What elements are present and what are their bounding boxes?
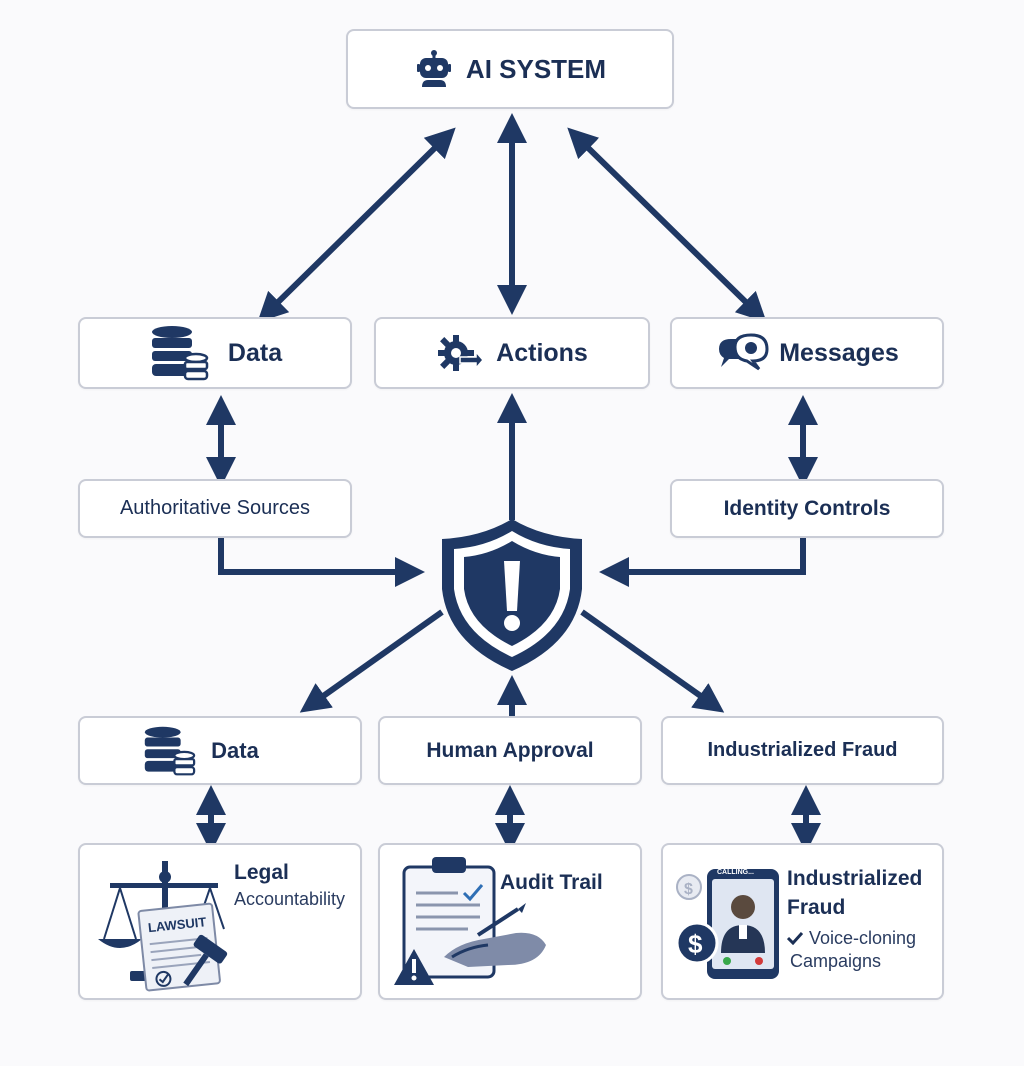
audit-trail-card[interactable]: Audit Trail [378, 843, 642, 1000]
industrialized-fraud-box[interactable]: Industrialized Fraud [661, 716, 944, 785]
fraud-card-title-line2: Fraud [787, 896, 846, 920]
industrialized-fraud-card[interactable]: $ $ CALLING... Industrialized Fraud Voic… [661, 843, 944, 1000]
legal-card[interactable]: LAWSUIT Legal Accountability [78, 843, 362, 1000]
data-box-lower[interactable]: Data [78, 716, 362, 785]
industrialized-fraud-label: Industrialized Fraud [707, 739, 898, 761]
database-icon [148, 324, 210, 382]
check-icon [787, 931, 803, 946]
ai-system-box[interactable]: AI SYSTEM [346, 29, 674, 109]
legal-title: Legal [234, 861, 289, 884]
robot-icon [414, 49, 454, 89]
ai-system-title: AI SYSTEM [465, 53, 607, 84]
fraud-card-title-line1: Industrialized [787, 867, 923, 890]
authoritative-sources-box[interactable]: Authoritative Sources [78, 479, 352, 538]
lawsuit-badge: LAWSUIT [147, 914, 207, 935]
data-box[interactable]: Data [78, 317, 352, 389]
messages-box[interactable]: Messages [670, 317, 944, 389]
arrow-sources-shield [218, 538, 425, 587]
scales-gavel-icon: LAWSUIT [90, 855, 250, 995]
arrow-ai-data [257, 127, 456, 323]
fraud-check-line2: Campaigns [790, 950, 882, 971]
identity-controls-box[interactable]: Identity Controls [670, 479, 944, 538]
data-label: Data [227, 338, 283, 367]
audit-trail-title: Audit Trail [500, 871, 603, 894]
gear-arrow-icon [436, 331, 485, 375]
shield-warning-icon [438, 515, 586, 675]
messages-label: Messages [779, 338, 899, 367]
clipboard-robot-hand-icon [388, 853, 558, 993]
human-approval-box[interactable]: Human Approval [378, 716, 642, 785]
svg-text:$: $ [688, 929, 703, 959]
identity-controls-label: Identity Controls [723, 496, 891, 520]
fraud-check-line1: Voice-cloning [809, 928, 917, 949]
legal-subtitle: Accountability [234, 889, 346, 910]
arrow-shield-fraud [580, 609, 725, 713]
arrow-identity-shield [599, 538, 806, 587]
phone-dollar-icon: $ $ CALLING... [667, 865, 783, 985]
chat-bubbles-icon [715, 331, 769, 375]
arrow-shield-data [299, 609, 444, 713]
data-label-lower: Data [211, 737, 259, 763]
arrow-ai-messages [567, 127, 767, 323]
svg-text:$: $ [684, 881, 693, 898]
database-icon [141, 725, 197, 777]
human-approval-label: Human Approval [426, 738, 594, 762]
actions-box[interactable]: Actions [374, 317, 650, 389]
actions-label: Actions [496, 338, 588, 367]
authoritative-sources-label: Authoritative Sources [119, 497, 311, 519]
phone-caption: CALLING... [717, 869, 754, 876]
